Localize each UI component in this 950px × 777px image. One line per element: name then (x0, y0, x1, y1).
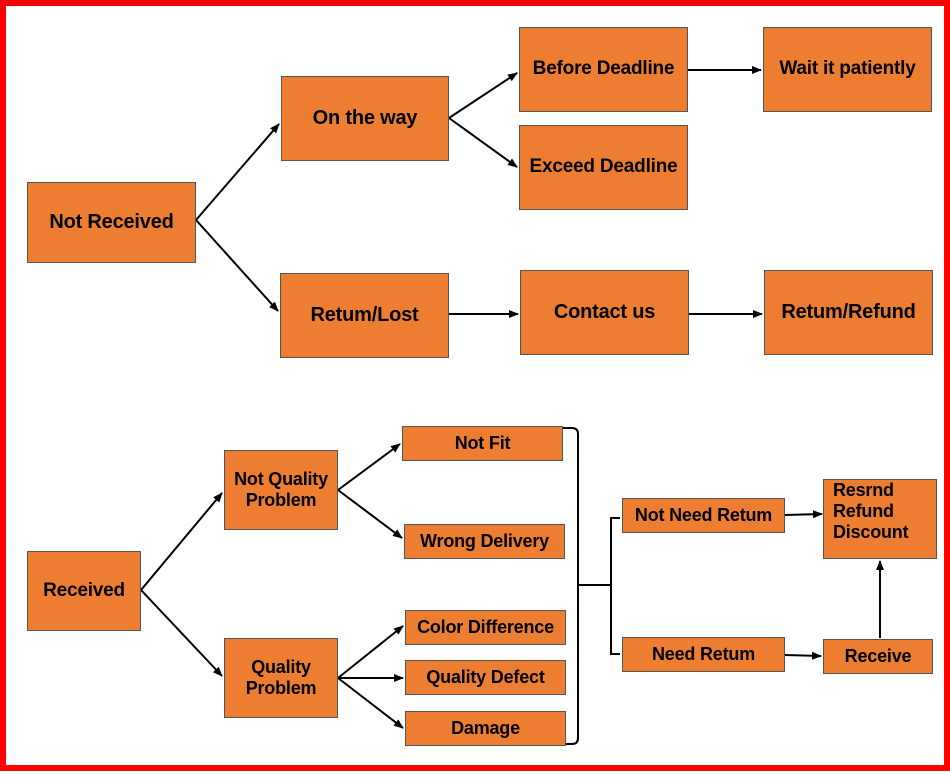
arrow-not-quality-to-wrong-delivery (337, 489, 403, 539)
node-not-quality-problem-line-2: Problem (245, 490, 317, 510)
node-received: Received (27, 551, 141, 631)
node-return-refund: Retum/Refund (764, 270, 933, 355)
arrow-not-received-to-on-the-way (195, 123, 280, 221)
node-wait-patiently: Wait it patiently (763, 27, 932, 112)
node-not-quality-problem-line-1: Not Quality (234, 468, 328, 489)
node-not-received: Not Received (27, 182, 196, 263)
node-receive-label: Receive (844, 645, 912, 666)
node-color-difference-label: Color Difference (417, 616, 554, 637)
node-return-lost-label: Retum/Lost (310, 303, 419, 326)
node-before-deadline-label: Before Deadline (532, 58, 675, 80)
node-not-need-return-label: Not Need Retum (634, 504, 773, 525)
node-quality-defect-label: Quality Defect (426, 666, 545, 687)
node-outcome: Resrnd Refund Discount (823, 479, 937, 559)
arrow-not-need-return-to-outcome (784, 510, 823, 519)
node-not-fit-label: Not Fit (454, 432, 511, 453)
node-contact-us-label: Contact us (553, 300, 656, 323)
arrow-not-received-to-return-lost (195, 219, 279, 312)
node-receive: Receive (823, 639, 933, 674)
arrow-not-quality-to-not-fit (337, 443, 401, 491)
arrow-need-return-to-receive (784, 651, 822, 660)
node-not-quality-problem: Not Quality Problem (224, 450, 338, 530)
node-not-need-return: Not Need Retum (622, 498, 785, 533)
node-quality-defect: Quality Defect (405, 660, 566, 695)
arrow-received-to-not-quality-problem (140, 492, 223, 591)
arrow-on-the-way-to-exceed-deadline (448, 117, 518, 168)
node-outcome-line-2: Refund (833, 501, 894, 522)
node-damage: Damage (405, 711, 566, 746)
node-return-refund-label: Retum/Refund (781, 300, 916, 323)
node-need-return-label: Need Retum (651, 643, 756, 664)
node-before-deadline: Before Deadline (519, 27, 688, 112)
node-outcome-line-3: Discount (833, 522, 909, 543)
node-not-fit: Not Fit (402, 426, 563, 461)
node-contact-us: Contact us (520, 270, 689, 355)
problem-group-brace (563, 427, 579, 745)
node-not-received-label: Not Received (49, 210, 174, 233)
node-outcome-line-1: Resrnd (833, 480, 894, 500)
node-damage-label: Damage (451, 717, 520, 738)
connector-layer (140, 66, 884, 745)
return-split-connector (610, 517, 620, 655)
node-wrong-delivery: Wrong Delivery (404, 524, 565, 559)
node-wait-patiently-label: Wait it patiently (779, 58, 916, 80)
node-received-label: Received (43, 579, 125, 601)
node-exceed-deadline: Exceed Deadline (519, 125, 688, 210)
node-exceed-deadline-label: Exceed Deadline (529, 156, 678, 178)
node-need-return: Need Retum (622, 637, 785, 672)
node-on-the-way-label: On the way (312, 106, 418, 129)
node-color-difference: Color Difference (405, 610, 566, 645)
node-quality-problem-line-2: Problem (245, 678, 317, 698)
arrow-quality-to-damage (337, 677, 404, 729)
node-return-lost: Retum/Lost (280, 273, 449, 358)
node-wrong-delivery-label: Wrong Delivery (420, 530, 549, 551)
node-quality-problem-line-1: Quality (251, 656, 311, 677)
arrow-quality-to-color-difference (337, 625, 404, 679)
arrow-on-the-way-to-before-deadline (448, 72, 518, 119)
arrow-received-to-quality-problem (140, 589, 223, 677)
node-quality-problem: Quality Problem (224, 638, 338, 718)
node-on-the-way: On the way (281, 76, 449, 161)
